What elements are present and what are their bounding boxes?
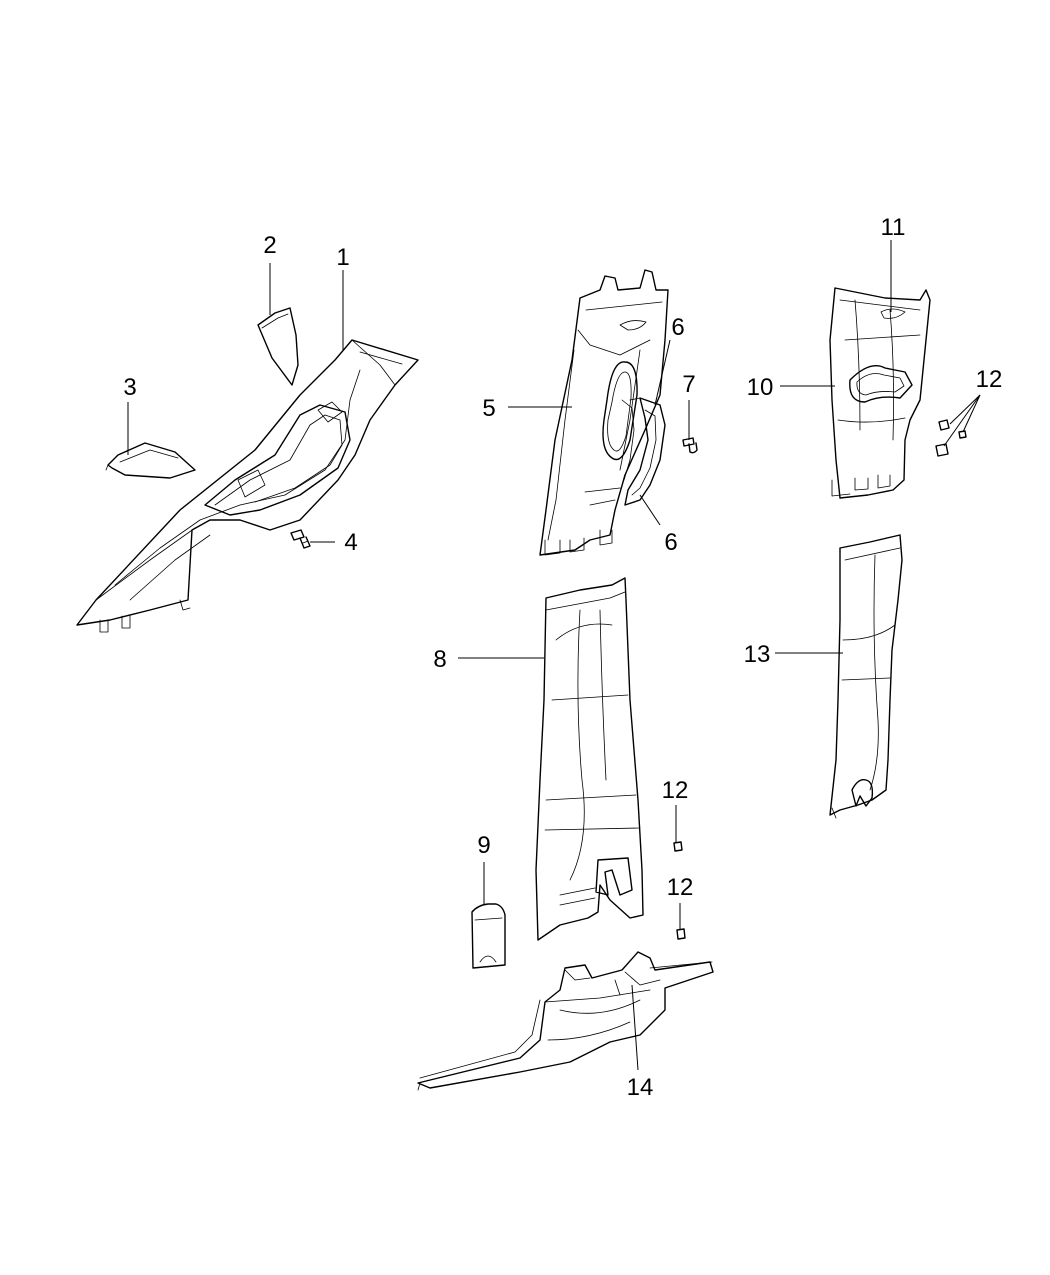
part-12-clip-single-a bbox=[673, 841, 683, 852]
part-3-cover bbox=[105, 442, 196, 479]
part-8-b-pillar-lower bbox=[535, 577, 644, 941]
part-1-a-pillar-trim bbox=[76, 339, 419, 633]
callout-13: 13 bbox=[744, 641, 771, 668]
leader-lines bbox=[127, 240, 981, 1071]
part-14-sill-plate bbox=[417, 951, 714, 1091]
callout-1: 1 bbox=[336, 244, 349, 271]
callout-6-upper: 6 bbox=[671, 314, 684, 341]
callout-10: 10 bbox=[747, 374, 774, 401]
part-9-cover bbox=[471, 903, 506, 969]
callout-3: 3 bbox=[123, 374, 136, 401]
callout-11: 11 bbox=[881, 214, 906, 241]
callout-labels: 1 2 3 4 5 6 6 7 8 9 10 11 12 12 12 13 14 bbox=[123, 214, 1002, 1101]
callout-12-lower: 12 bbox=[667, 874, 694, 901]
part-10-c-pillar bbox=[829, 287, 931, 499]
part-4-screw bbox=[290, 529, 311, 549]
part-12-clip-single-b bbox=[676, 928, 686, 940]
part-5-b-pillar-upper bbox=[539, 269, 669, 556]
callout-6-lower: 6 bbox=[664, 529, 677, 556]
callout-9: 9 bbox=[477, 832, 490, 859]
part-13-d-pillar bbox=[829, 534, 903, 819]
callout-12-middle: 12 bbox=[662, 777, 689, 804]
callout-4: 4 bbox=[344, 529, 357, 556]
part-6-handle-bezel bbox=[621, 397, 666, 506]
callout-2: 2 bbox=[263, 232, 276, 259]
part-12-clip-group bbox=[935, 419, 967, 457]
part-7-fastener bbox=[682, 437, 698, 454]
callout-14: 14 bbox=[627, 1074, 654, 1101]
part-2-cap bbox=[257, 307, 299, 386]
callout-5: 5 bbox=[482, 395, 495, 422]
callout-7: 7 bbox=[682, 371, 695, 398]
callout-8: 8 bbox=[433, 646, 446, 673]
callout-12-right: 12 bbox=[976, 366, 1003, 393]
